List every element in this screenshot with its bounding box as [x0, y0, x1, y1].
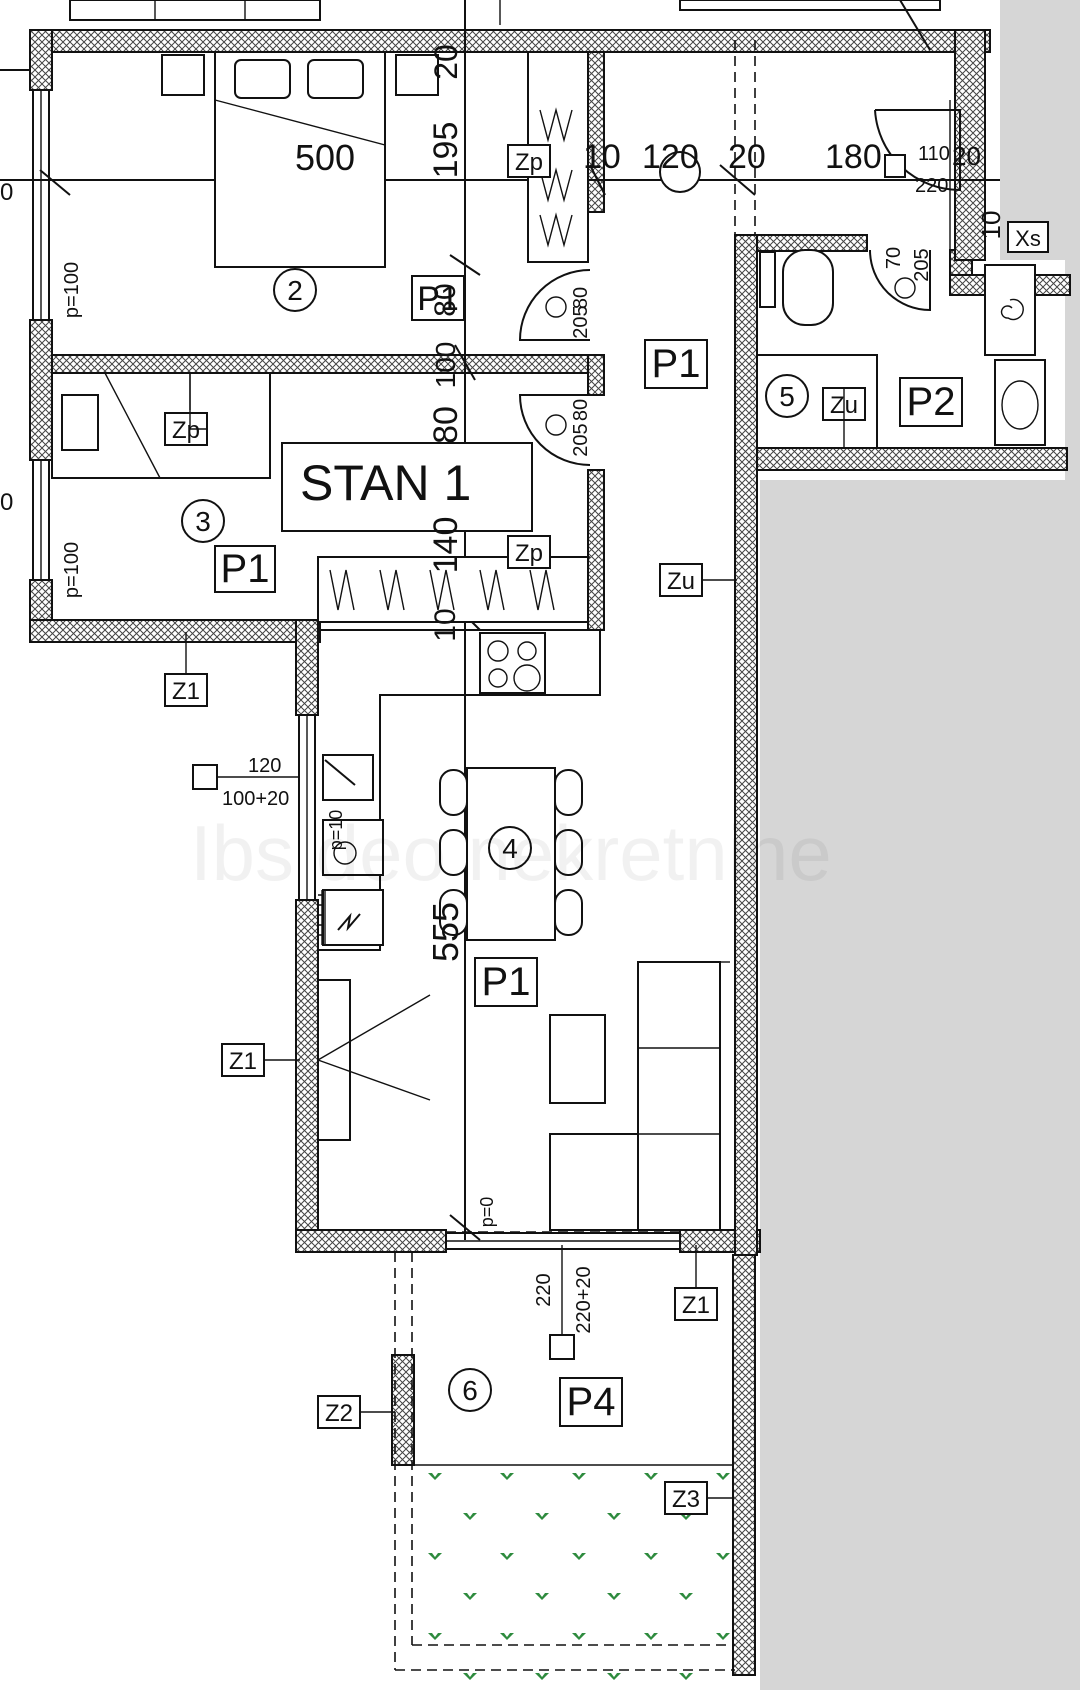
- plant-icon: [607, 1673, 621, 1680]
- plant-icon: [535, 1673, 549, 1680]
- plant-icon: [644, 1473, 658, 1480]
- dim-220-small: 220: [915, 175, 948, 197]
- plant-icon: [500, 1633, 514, 1640]
- door-lower-width: 80: [570, 399, 592, 421]
- dim-500: 500: [295, 137, 355, 178]
- wall-tag-z1-bedroom: Z1: [172, 678, 200, 705]
- edge-0-b: 0: [0, 489, 13, 516]
- plant-icon: [679, 1593, 693, 1600]
- window-parapet-bedroom-3: p=100: [61, 542, 83, 598]
- neighbor-area: [760, 0, 1080, 1690]
- door-bath-width: 70: [883, 247, 905, 269]
- room-number-6: 6: [462, 1375, 478, 1406]
- plant-icon: [607, 1593, 621, 1600]
- dim-100: 100: [430, 342, 461, 389]
- window-220: 220: [533, 1273, 555, 1306]
- dim-80-lower: 80: [427, 406, 465, 444]
- wall-tag-zu-hall: Zu: [667, 568, 695, 595]
- window-120: 120: [248, 755, 281, 777]
- dim-80-upper: 80: [429, 283, 462, 316]
- watermark: Ibs deo nekretnine: [190, 809, 832, 897]
- plant-icon: [572, 1473, 586, 1480]
- plant-icon: [679, 1673, 693, 1680]
- wall-tag-z3: Z3: [672, 1486, 700, 1513]
- plant-icon: [716, 1473, 730, 1480]
- dim-20: 20: [728, 138, 766, 176]
- dim-195: 195: [427, 122, 465, 179]
- room-floor-2: P1: [417, 280, 459, 318]
- plant-icon: [572, 1633, 586, 1640]
- plant-icon: [572, 1553, 586, 1560]
- wall-tag-zu-bath: Zu: [830, 392, 858, 419]
- terrace: [394, 40, 756, 1671]
- door-upper-width: 80: [570, 287, 592, 309]
- room-floor-6: P4: [567, 1380, 616, 1424]
- kitchen-furniture: [317, 629, 601, 1141]
- dim-10-vertical: 10: [429, 608, 462, 641]
- door-bath-height: 205: [911, 248, 933, 281]
- room-number-4: 4: [502, 833, 518, 864]
- windows: [32, 89, 681, 1250]
- top-partial-elements: [69, 0, 941, 25]
- plant-icon: [463, 1673, 477, 1680]
- plant-icon: [535, 1593, 549, 1600]
- plant-icon: [716, 1633, 730, 1640]
- unit-name: STAN 1: [300, 455, 471, 511]
- dim-120: 120: [642, 138, 699, 176]
- hall-floor: P1: [652, 342, 701, 386]
- plant-icon: [607, 1513, 621, 1520]
- room-circles: [181, 151, 809, 1412]
- plant-icon: [463, 1593, 477, 1600]
- plant-icon: [500, 1553, 514, 1560]
- plant-icon: [500, 1473, 514, 1480]
- plant-icon: [463, 1513, 477, 1520]
- wall-tag-z1-living: Z1: [682, 1292, 710, 1319]
- room-floor-4: P1: [482, 960, 531, 1004]
- plant-icon: [644, 1633, 658, 1640]
- door-lower-height: 205: [570, 423, 592, 456]
- room-number-2: 2: [287, 275, 303, 306]
- bedroom-3-furniture: [51, 372, 590, 623]
- tag-boxes: [164, 144, 1049, 1515]
- wall-tag-z1-kitchen: Z1: [229, 1048, 257, 1075]
- dim-10: 10: [583, 138, 621, 176]
- wall-tag-zp-closet: Zp: [515, 149, 543, 176]
- plant-icon: [428, 1473, 442, 1480]
- dim-180: 180: [825, 138, 882, 176]
- door-upper-height: 205: [570, 305, 592, 338]
- dim-555: 555: [425, 902, 466, 962]
- wall-tag-xs: Xs: [1015, 226, 1041, 251]
- walls: [29, 29, 1071, 1676]
- dim-20-right: 20: [952, 141, 981, 171]
- plant-icon: [428, 1553, 442, 1560]
- plant-icon: [428, 1633, 442, 1640]
- window-parapet-kitchen: p=10: [326, 810, 346, 851]
- plant-icon: [535, 1513, 549, 1520]
- room-number-5: 5: [779, 381, 795, 412]
- wall-tag-zp-bedroom-3: Zp: [172, 417, 200, 444]
- wall-tag-zp-wardrobe: Zp: [515, 540, 543, 567]
- room-number-3: 3: [195, 506, 211, 537]
- dim-110: 110: [918, 143, 950, 165]
- plant-icon: [644, 1553, 658, 1560]
- window-parapet-living: p=0: [477, 1197, 497, 1228]
- window-parapet-bedroom-2: p=100: [61, 262, 83, 318]
- dim-140: 140: [427, 517, 465, 574]
- dim-20-top: 20: [428, 44, 464, 80]
- bedroom-2-furniture: [161, 51, 591, 466]
- plant-icon: [716, 1553, 730, 1560]
- edge-0-a: 0: [0, 179, 13, 206]
- dim-10-shaft: 10: [976, 211, 1006, 240]
- garden-plants: [428, 1473, 730, 1680]
- room-floor-3: P1: [221, 547, 270, 591]
- living-furniture: [439, 767, 730, 1231]
- window-100-20: 100+20: [222, 788, 289, 810]
- wall-tag-z2: Z2: [325, 1400, 353, 1427]
- room-floor-5: P2: [907, 380, 956, 424]
- window-220-20: 220+20: [573, 1266, 595, 1333]
